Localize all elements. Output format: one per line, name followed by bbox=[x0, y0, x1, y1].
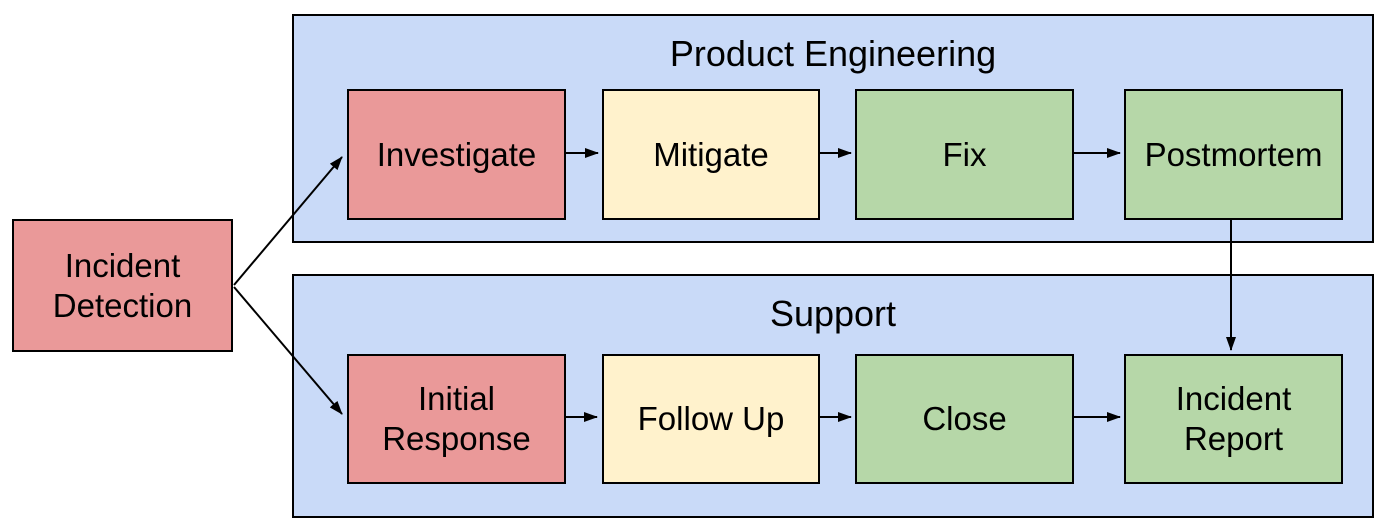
node-follow-up: Follow Up bbox=[602, 354, 820, 484]
node-incident-detection: Incident Detection bbox=[12, 219, 233, 352]
node-postmortem: Postmortem bbox=[1124, 89, 1343, 220]
node-close-label: Close bbox=[922, 400, 1007, 438]
node-investigate: Investigate bbox=[347, 89, 566, 220]
node-incident-report: Incident Report bbox=[1124, 354, 1343, 484]
node-fix: Fix bbox=[855, 89, 1074, 220]
container-support: Support Initial Response Follow Up Close… bbox=[292, 274, 1374, 518]
container-product-engineering: Product Engineering Investigate Mitigate… bbox=[292, 14, 1374, 243]
node-initial-response-label: Initial Response bbox=[382, 380, 531, 457]
node-mitigate-label: Mitigate bbox=[653, 135, 769, 173]
node-postmortem-label: Postmortem bbox=[1144, 135, 1323, 173]
node-investigate-label: Investigate bbox=[376, 135, 537, 173]
lane-title-product-engineering: Product Engineering bbox=[669, 33, 997, 74]
node-incident-detection-label: Incident Detection bbox=[52, 246, 193, 324]
node-close: Close bbox=[855, 354, 1074, 484]
lane-title-support: Support bbox=[769, 293, 897, 334]
node-initial-response: Initial Response bbox=[347, 354, 566, 484]
node-follow-up-label: Follow Up bbox=[637, 400, 785, 438]
node-mitigate: Mitigate bbox=[602, 89, 820, 220]
node-incident-report-label: Incident Report bbox=[1175, 380, 1292, 457]
node-fix-label: Fix bbox=[942, 135, 987, 173]
